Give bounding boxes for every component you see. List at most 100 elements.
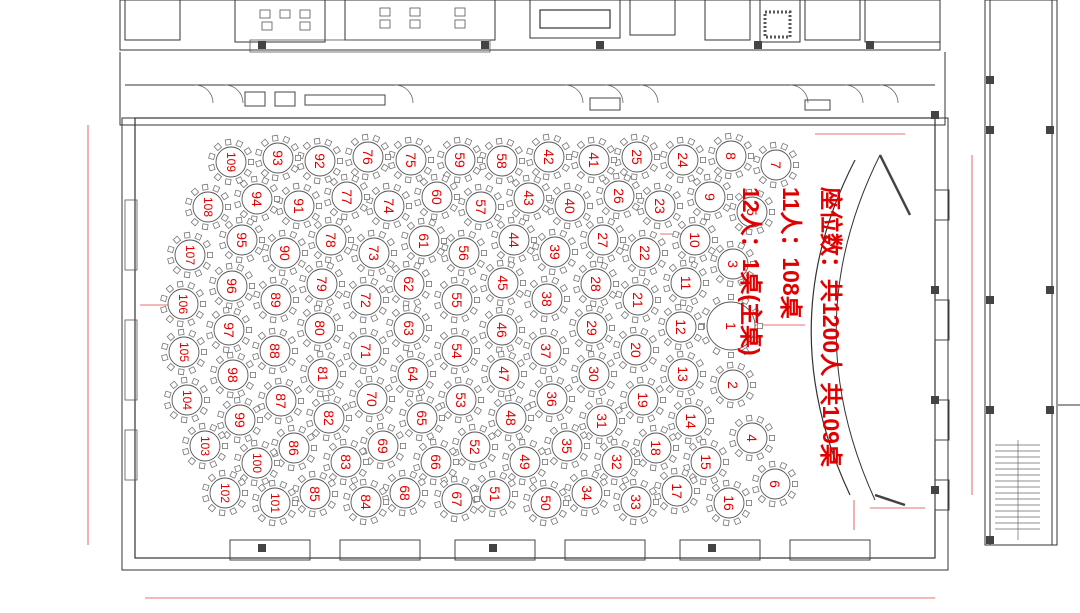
chair <box>638 269 646 277</box>
banquet-table: 87 <box>258 377 304 425</box>
chair <box>654 492 662 501</box>
chair <box>233 436 241 444</box>
chair <box>273 459 280 466</box>
chair <box>690 297 699 306</box>
chair <box>345 147 353 156</box>
chair <box>311 212 320 221</box>
table-number: 39 <box>547 244 563 260</box>
chair <box>254 246 263 255</box>
chair <box>631 202 640 211</box>
chair <box>668 422 676 431</box>
chair <box>430 213 438 221</box>
banquet-table: 67 <box>434 475 480 523</box>
chair <box>578 264 588 274</box>
chair <box>225 262 233 270</box>
chair <box>269 448 278 457</box>
chair <box>706 493 714 502</box>
chair <box>354 379 364 389</box>
chair <box>384 405 393 414</box>
banquet-table: 57 <box>458 183 504 231</box>
chair <box>443 410 453 420</box>
chair <box>561 142 570 151</box>
chair <box>350 137 360 147</box>
chair <box>676 390 684 398</box>
table-top <box>189 430 221 462</box>
banquet-table: 100 <box>234 439 280 487</box>
chair <box>404 176 412 184</box>
table-top <box>576 312 608 344</box>
service-counter <box>274 91 296 107</box>
table-top <box>331 181 363 213</box>
table-top <box>213 314 245 346</box>
chair <box>660 396 667 403</box>
chair <box>604 313 613 322</box>
chair <box>271 438 279 447</box>
chair <box>465 377 474 386</box>
chair <box>493 213 502 222</box>
chair <box>706 504 714 513</box>
chair <box>376 462 384 470</box>
chair <box>714 211 723 220</box>
table-top <box>420 446 452 478</box>
chair <box>544 436 552 445</box>
chair <box>302 338 312 348</box>
chair <box>439 331 449 341</box>
chair <box>688 442 698 452</box>
chair <box>752 336 761 345</box>
chair <box>187 456 197 466</box>
chair <box>413 342 422 351</box>
chair <box>426 432 435 441</box>
chair <box>491 443 498 450</box>
chair <box>606 398 615 407</box>
chair <box>619 417 626 424</box>
top-room <box>804 0 861 41</box>
table-top <box>465 191 497 223</box>
chair <box>217 452 226 461</box>
chair <box>523 493 531 502</box>
chair <box>580 469 588 477</box>
chair <box>402 344 410 352</box>
chair <box>522 174 530 182</box>
chair <box>439 361 449 371</box>
chair <box>668 454 677 463</box>
chair <box>268 327 276 335</box>
chair <box>743 162 752 171</box>
chair <box>343 492 351 501</box>
chair <box>287 488 296 497</box>
table-top <box>551 430 583 462</box>
table-top <box>262 142 294 174</box>
banquet-table: 47 <box>481 350 528 398</box>
chair <box>540 315 548 323</box>
chair <box>685 304 694 313</box>
table-top <box>358 237 390 269</box>
chair <box>196 358 205 367</box>
chair <box>600 261 609 270</box>
chair <box>493 192 502 201</box>
chair <box>668 263 678 273</box>
chair <box>668 433 677 442</box>
chair <box>507 479 516 488</box>
chair <box>196 337 205 346</box>
column <box>866 41 874 49</box>
chair <box>215 355 225 365</box>
chair <box>450 276 458 284</box>
chair <box>306 433 315 442</box>
chair <box>449 203 458 212</box>
chair <box>457 269 465 277</box>
chair <box>567 258 576 267</box>
chair <box>339 438 347 446</box>
chair <box>161 353 169 362</box>
chair <box>507 472 517 482</box>
chair <box>578 294 588 304</box>
chair <box>507 442 517 452</box>
chair <box>164 390 172 399</box>
chair <box>698 268 707 277</box>
chair <box>218 469 226 477</box>
chair <box>391 308 401 318</box>
chair <box>665 384 675 394</box>
chair <box>523 424 532 433</box>
chair <box>297 397 304 404</box>
chair <box>723 458 730 465</box>
table-top <box>578 358 610 390</box>
